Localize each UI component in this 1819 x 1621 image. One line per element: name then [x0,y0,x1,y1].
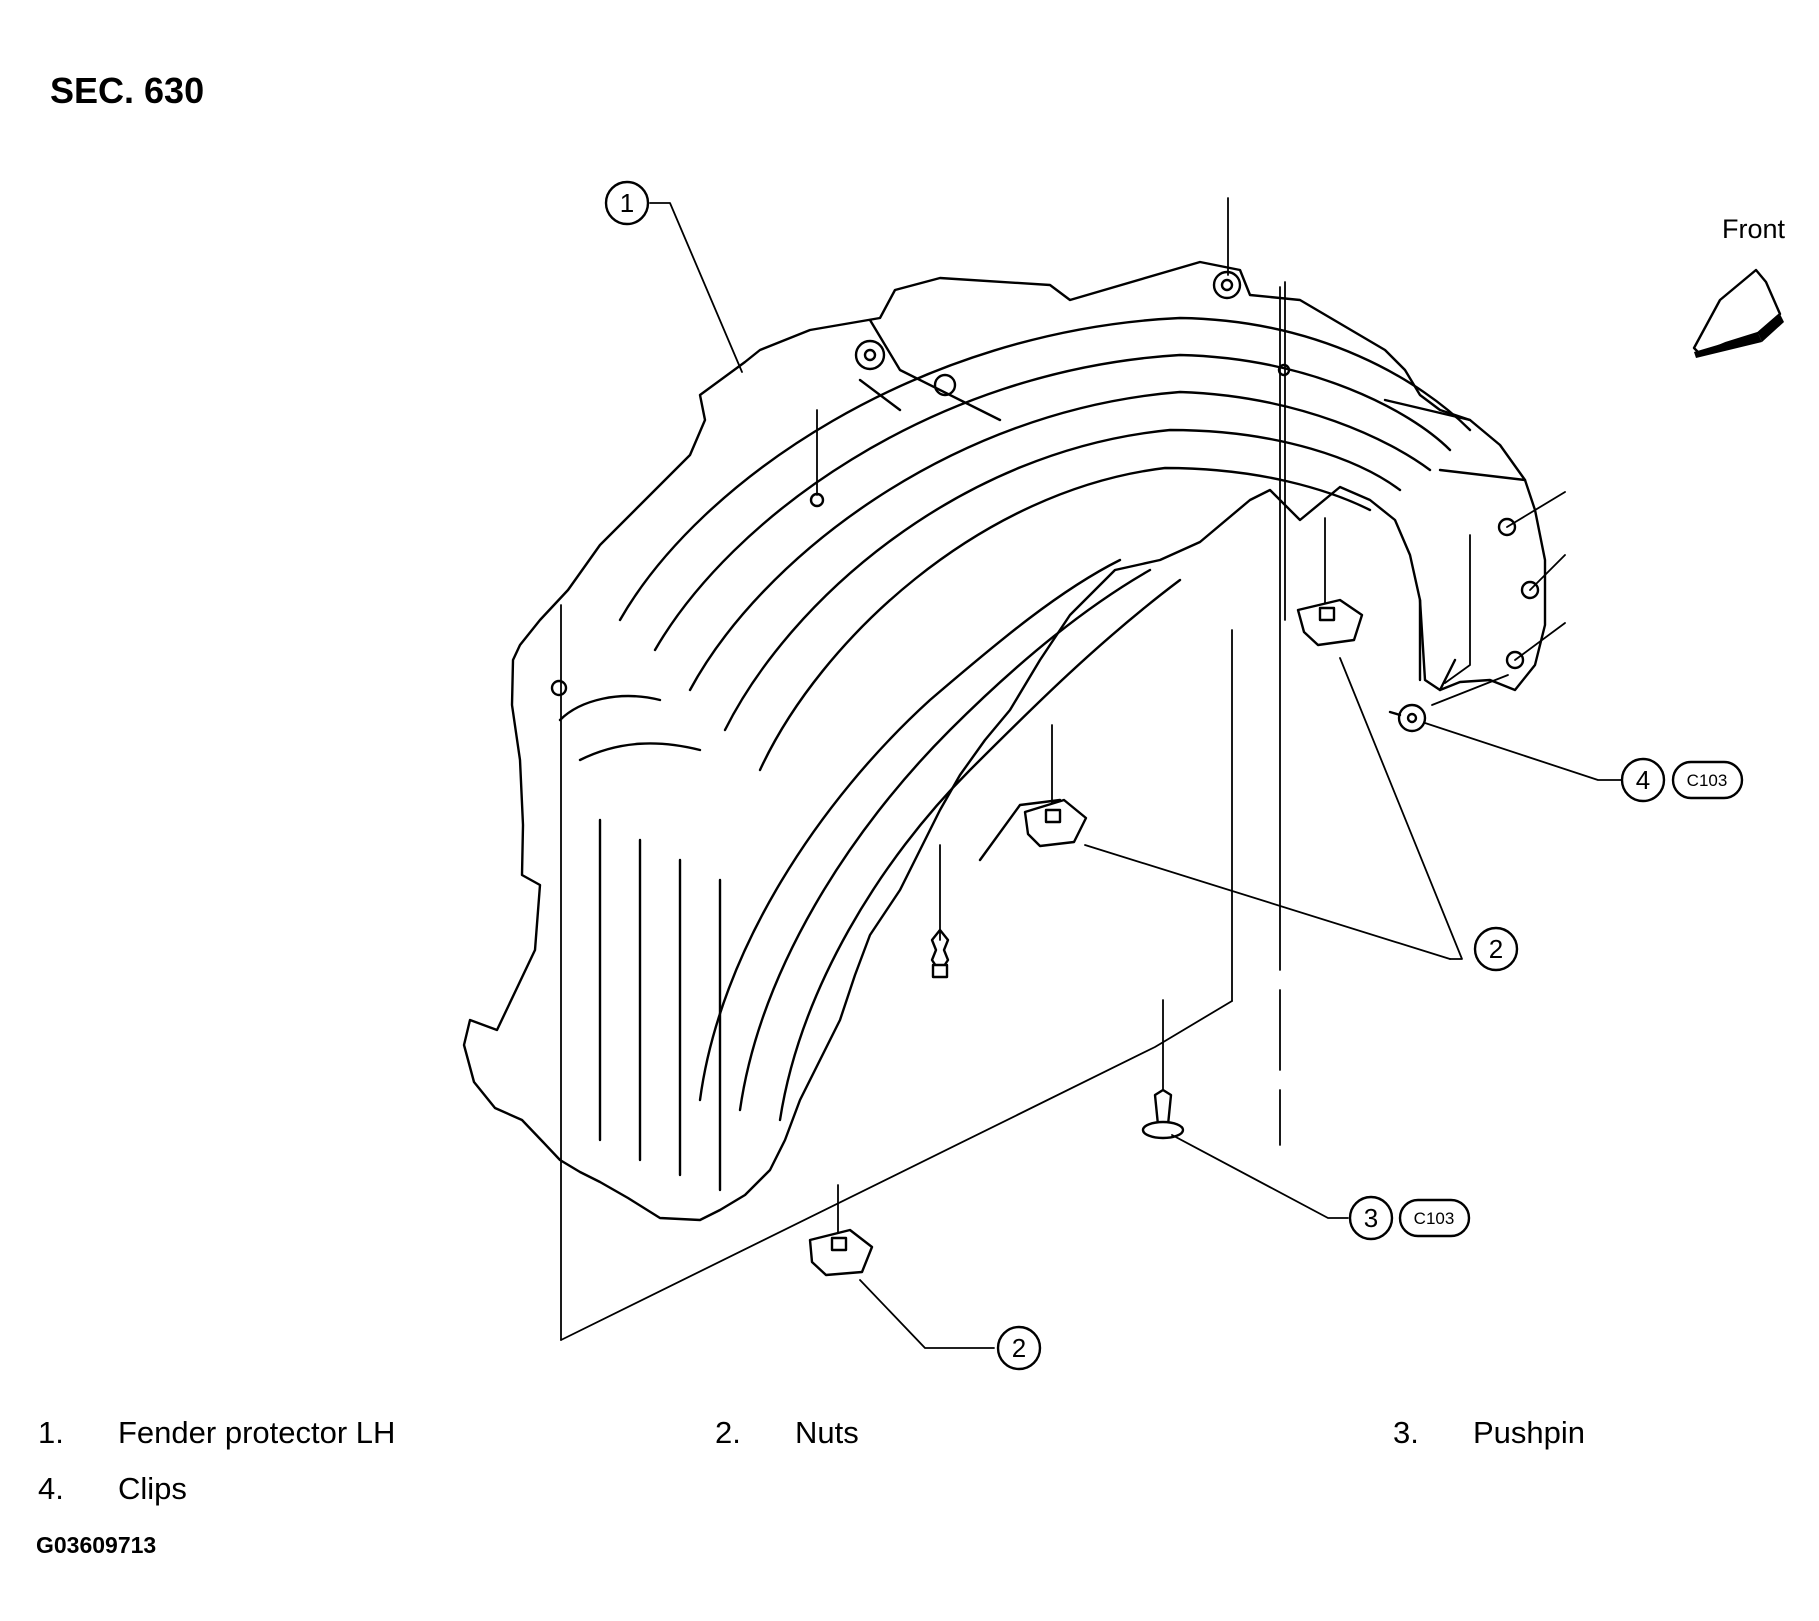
nut-clip-icon [1023,798,1088,848]
nut-clip-icon [1296,598,1364,647]
section-title: SEC. 630 [50,70,205,111]
front-arrow-icon [1692,268,1784,358]
legend-text: Nuts [795,1415,859,1450]
callout-3: 3 C103 [1348,1195,1471,1241]
nut-clip-icon [808,1228,874,1277]
clip-icon [1388,703,1427,733]
pushpin-icon [1141,1088,1185,1140]
legend-number: 2. [715,1415,741,1450]
callout-1-label: 1 [620,188,634,218]
callout-1: 1 [604,180,650,226]
legend-number: 3. [1393,1415,1419,1450]
fender-protector-part [462,260,1547,1222]
callout-4: 4 C103 [1620,757,1744,803]
callout-2-upper: 2 [1473,926,1519,972]
callout-2-lower: 2 [996,1325,1042,1371]
callout-3-label: 3 [1364,1203,1378,1233]
legend-number: 1. [38,1415,64,1450]
legend-text: Clips [118,1471,187,1506]
legend-text: Pushpin [1473,1415,1586,1450]
legend-text: Fender protector LH [118,1415,396,1450]
callout-2-upper-label: 2 [1489,934,1503,964]
callout-3-ref: C103 [1414,1209,1455,1228]
front-direction-label: Front [1722,214,1786,244]
legend-number: 4. [38,1471,64,1506]
callout-leaders [649,202,1622,1349]
callout-4-ref: C103 [1687,771,1728,790]
callout-4-label: 4 [1636,765,1650,795]
figure-id: G03609713 [36,1532,157,1558]
callout-2-lower-label: 2 [1012,1333,1026,1363]
bolt-icon [930,928,950,979]
assembly-lines [560,197,1566,1341]
